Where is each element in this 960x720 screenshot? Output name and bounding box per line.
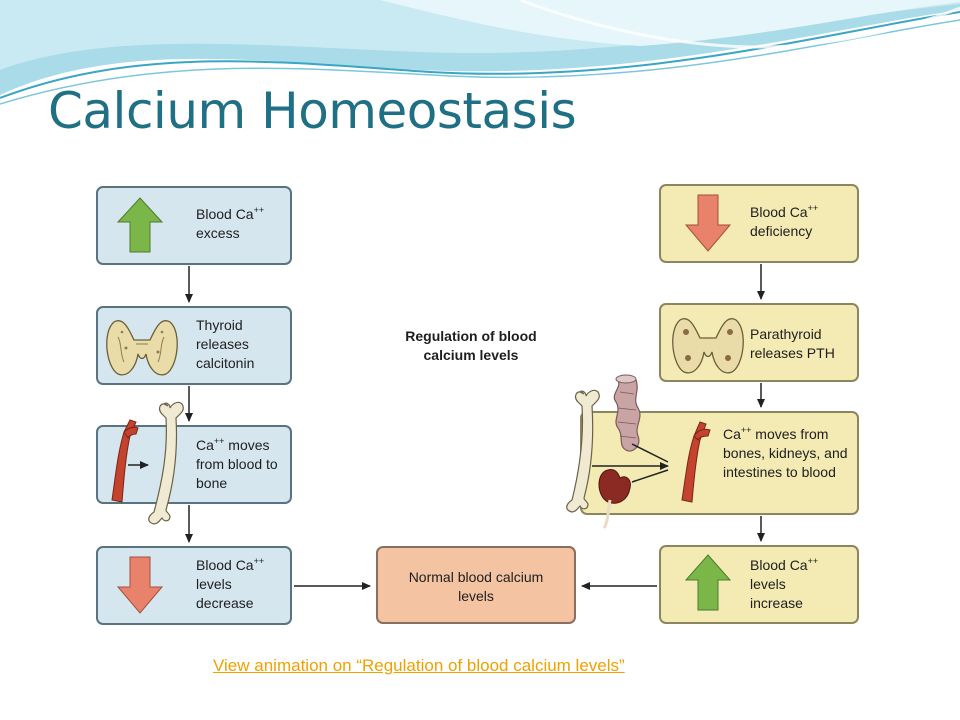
- header-wave-decoration: [0, 0, 960, 105]
- up-arrow-icon: [116, 197, 164, 253]
- left-box-decrease: [96, 546, 292, 625]
- diagram-center-label: Regulation of blood calcium levels: [405, 328, 537, 363]
- left-decrease-text: Blood Ca++ levels decrease: [196, 556, 265, 612]
- normal-levels-text: Normal blood calcium levels: [408, 569, 544, 604]
- down-arrow-icon: [684, 194, 732, 252]
- right-box-increase: [659, 545, 859, 624]
- right-parathyroid-text: Parathyroid releases PTH: [750, 326, 835, 361]
- calcium-regulation-diagram: Blood Ca++ excess Thyroid releases calci…: [96, 182, 864, 632]
- right-box-deficiency: [659, 184, 859, 263]
- right-ca-blood-text: Ca++ moves from bones, kidneys, and inte…: [723, 425, 848, 481]
- blood-vessel-bone-icon: [111, 401, 184, 525]
- slide-title: Calcium Homeostasis: [48, 82, 577, 140]
- left-ca-bone-text: Ca++ moves from blood to bone: [196, 436, 278, 492]
- right-increase-text: Blood Ca++ levels increase: [750, 556, 819, 612]
- normal-levels-box: [376, 546, 576, 624]
- animation-link[interactable]: View animation on “Regulation of blood c…: [213, 656, 625, 675]
- down-arrow-icon: [116, 556, 164, 614]
- diagram-graphics: [106, 194, 765, 614]
- thyroid-icon: [106, 320, 178, 376]
- left-excess-text: Blood Ca++ excess: [196, 205, 265, 242]
- bone-kidney-intestine-vessel-icon: [566, 374, 711, 529]
- left-thyroid-text: Thyroid releases calcitonin: [196, 317, 255, 371]
- right-deficiency-text: Blood Ca++ deficiency: [750, 203, 819, 240]
- parathyroid-icon: [672, 318, 744, 374]
- up-arrow-icon: [684, 554, 732, 611]
- left-box-excess: [96, 186, 292, 265]
